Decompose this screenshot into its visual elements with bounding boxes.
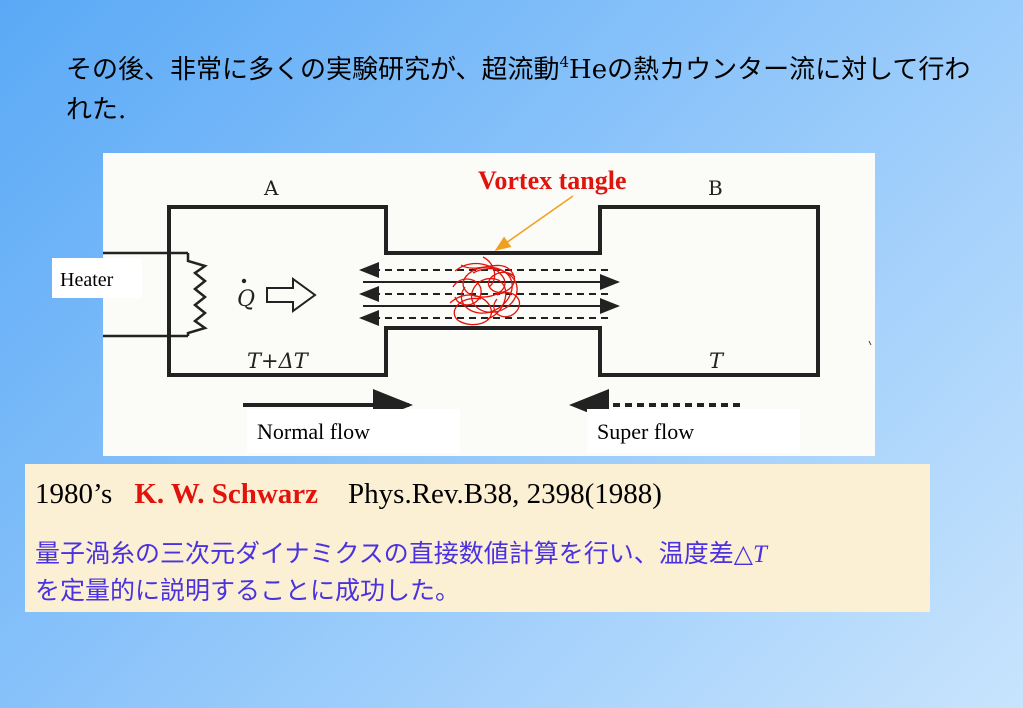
normal-flow-label: Normal flow xyxy=(247,409,460,453)
reference-citation: Phys.Rev.B38, 2398(1988) xyxy=(348,478,662,510)
delta-symbol: △ xyxy=(733,539,753,568)
super-flow-label: Super flow xyxy=(587,409,800,453)
heat-flux-arrow xyxy=(266,277,317,313)
vortex-pointer-arrow xyxy=(494,195,574,251)
reference-description: 量子渦糸の三次元ダイナミクスの直接数値計算を行い、温度差△T を定量的に説明するこ… xyxy=(35,536,925,609)
right-edge-tick xyxy=(868,340,872,346)
temperature-a-label: T+ΔT xyxy=(247,349,310,373)
chamber-a-label: A xyxy=(263,176,279,200)
temperature-symbol: T xyxy=(753,541,767,568)
apparatus-outline xyxy=(167,205,820,377)
heater-coil xyxy=(186,253,208,336)
intro-text: その後、非常に多くの実験研究が、超流動4Heの熱カウンター流に対して行われた. xyxy=(66,42,986,130)
vortex-tangle-label: Vortex tangle xyxy=(478,166,627,195)
reference-description-part2: を定量的に説明することに成功した。 xyxy=(35,576,461,605)
intro-text-part1: その後、非常に多くの実験研究が、超流動 xyxy=(66,55,560,85)
reference-line: 1980’s K. W. Schwarz Phys.Rev.B38, 2398(19… xyxy=(35,478,662,511)
vortex-tangle xyxy=(449,256,521,326)
heat-flux-dot xyxy=(241,278,247,284)
chamber-b-label: B xyxy=(708,176,723,200)
counterflow-diagram-svg: Q A B T+ΔT T xyxy=(103,176,872,421)
reference-description-part1: 量子渦糸の三次元ダイナミクスの直接数値計算を行い、温度差 xyxy=(35,539,734,568)
intro-text-part2: の熱カウンター流に対して行われた. xyxy=(66,55,971,125)
reference-author: K. W. Schwarz xyxy=(134,478,319,510)
counterflow-diagram: Q A B T+ΔT T xyxy=(103,153,875,456)
heat-flux-symbol: Q xyxy=(237,287,255,312)
helium-symbol: He xyxy=(569,55,608,85)
reference-year: 1980’s xyxy=(35,478,113,510)
heater-label: Heater xyxy=(52,258,142,298)
temperature-b-label: T xyxy=(709,349,725,373)
isotope-superscript: 4 xyxy=(559,53,570,71)
reference-box: 1980’s K. W. Schwarz Phys.Rev.B38, 2398(19… xyxy=(25,464,930,612)
